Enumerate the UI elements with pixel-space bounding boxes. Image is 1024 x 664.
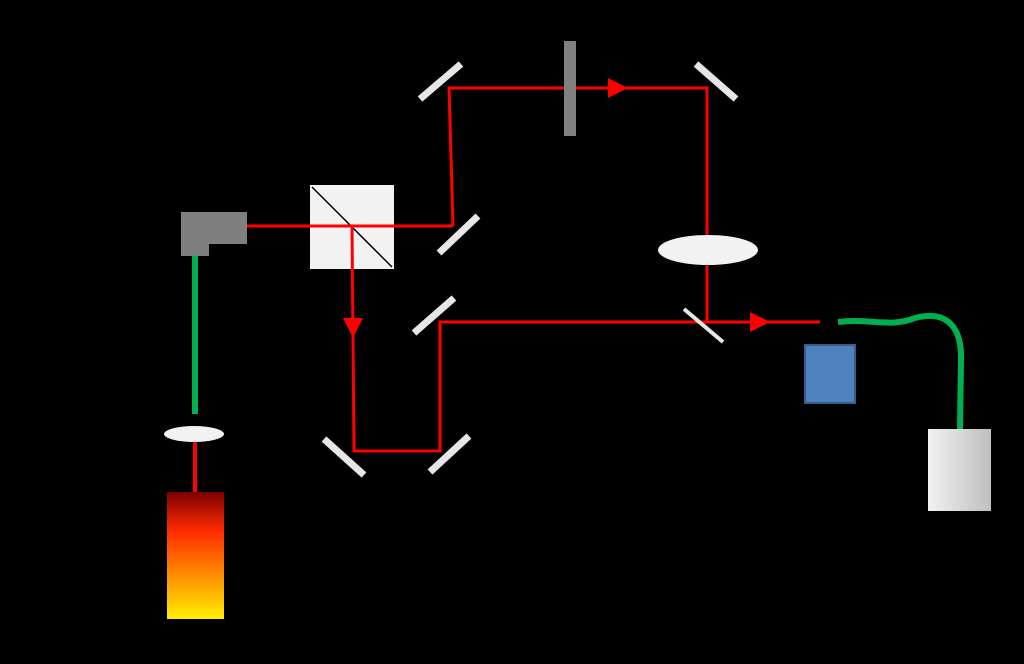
beam-upper-arm — [447, 86, 709, 322]
input-lens — [164, 426, 224, 442]
dichroic-mirror — [682, 307, 725, 344]
mirror-upper-left — [417, 61, 464, 102]
collection-fiber — [837, 312, 965, 431]
fiber-coupler — [181, 212, 247, 256]
detector — [928, 429, 991, 511]
sample — [804, 344, 856, 404]
beam-lower-arm — [350, 225, 820, 453]
mirror-upper-right — [693, 61, 739, 102]
focusing-lens — [658, 235, 758, 265]
mirror-bottom-right — [427, 433, 472, 475]
mirror-bottom-left — [321, 436, 367, 478]
laser-source — [167, 492, 224, 619]
mirror-middle-left — [411, 295, 457, 336]
arrow-upper-arm — [608, 78, 628, 98]
phase-plate — [564, 41, 576, 136]
mirror-lower-splitter-arm — [436, 213, 481, 256]
arrow-lower-arm-down — [343, 318, 363, 338]
arrow-to-sample — [750, 312, 770, 332]
